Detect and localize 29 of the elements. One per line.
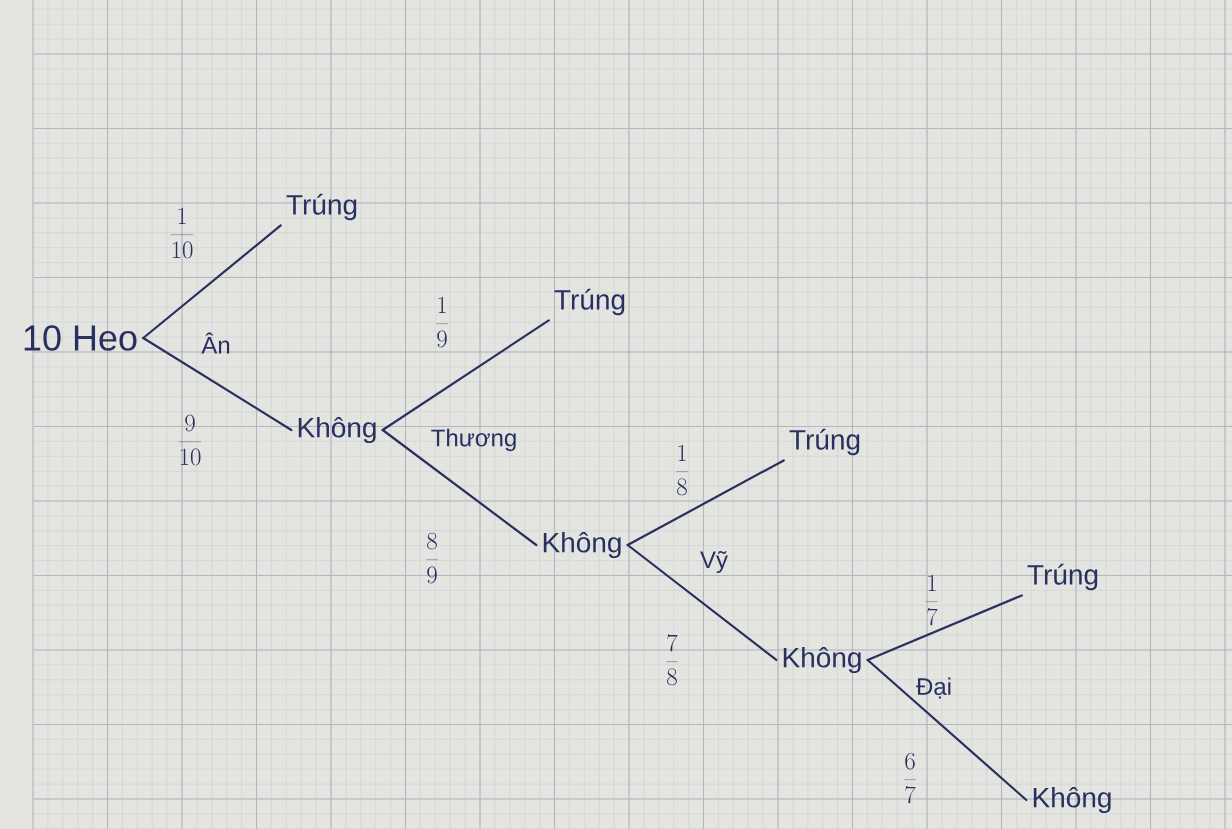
branch-line [142, 336, 293, 432]
outcome-label: Không [543, 531, 621, 559]
outcome-label: Trúng [554, 288, 625, 316]
probability-fraction: $\frac{7}{8}$ [666, 634, 678, 686]
outcome-label: Không [783, 646, 861, 674]
branch-name: Vỹ [700, 550, 728, 574]
probability-fraction: $\frac{6}{7}$ [904, 752, 916, 804]
branch-line [866, 658, 1028, 802]
branch-line [381, 428, 538, 547]
branch-name: Ân [201, 332, 230, 354]
branch-line [626, 543, 778, 662]
outcome-label: Không [1033, 786, 1111, 814]
root-label: 10 Heo [24, 325, 137, 351]
branch-line [866, 594, 1023, 662]
branch-line [626, 459, 785, 547]
outcome-label: Trúng [789, 428, 860, 456]
outcome-label: Trúng [286, 193, 357, 221]
branch-line [142, 224, 282, 340]
outcome-label: Trúng [1027, 563, 1098, 591]
probability-fraction: $\frac{1}{7}$ [926, 574, 938, 626]
probability-fraction: $\frac{8}{9}$ [426, 532, 438, 584]
branch-line [381, 319, 550, 432]
outcome-label: Không [298, 416, 376, 444]
probability-fraction: $\frac{9}{10}$ [178, 414, 202, 466]
probability-fraction: $\frac{1}{8}$ [676, 444, 688, 496]
branch-name: Thương [431, 428, 516, 452]
branch-name: Đại [916, 677, 951, 699]
probability-fraction: $\frac{1}{10}$ [170, 207, 194, 259]
probability-fraction: $\frac{1}{9}$ [436, 296, 448, 348]
